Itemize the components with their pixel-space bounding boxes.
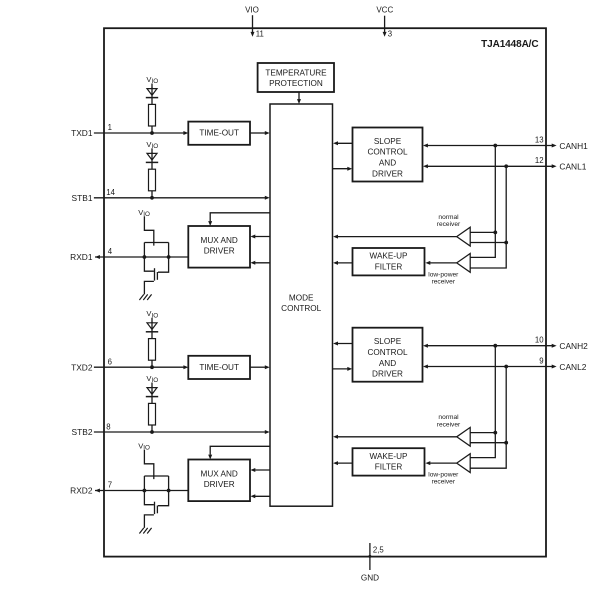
svg-text:DRIVER: DRIVER [372,370,403,379]
svg-text:DRIVER: DRIVER [204,480,235,489]
svg-text:SLOPE: SLOPE [374,337,402,346]
svg-text:4: 4 [108,247,113,256]
svg-text:AND: AND [379,159,396,168]
svg-text:VIO: VIO [146,75,158,85]
svg-text:12: 12 [535,156,544,165]
svg-text:receiver: receiver [437,221,461,228]
svg-text:MODE: MODE [289,293,314,302]
svg-text:VIO: VIO [245,5,259,14]
svg-text:CANH2: CANH2 [559,341,588,351]
svg-text:CONTROL: CONTROL [281,304,321,313]
svg-text:TXD1: TXD1 [71,128,93,138]
svg-text:MUX AND: MUX AND [201,470,238,479]
svg-text:FILTER: FILTER [375,262,403,271]
svg-text:VIO: VIO [138,208,150,218]
svg-text:11: 11 [256,30,264,39]
svg-text:WAKE-UP: WAKE-UP [370,452,408,461]
svg-text:TJA1448A/C: TJA1448A/C [481,39,538,50]
svg-text:DRIVER: DRIVER [372,170,403,179]
svg-text:receiver: receiver [432,479,456,486]
svg-text:14: 14 [106,188,115,197]
svg-text:FILTER: FILTER [375,463,403,472]
svg-text:VIO: VIO [138,441,150,451]
svg-text:WAKE-UP: WAKE-UP [370,252,408,261]
svg-text:DRIVER: DRIVER [204,247,235,256]
svg-text:receiver: receiver [432,279,456,286]
svg-text:2,5: 2,5 [373,545,385,554]
svg-text:VIO: VIO [146,140,158,150]
svg-text:STB2: STB2 [72,427,93,437]
svg-text:receiver: receiver [437,421,461,428]
svg-text:AND: AND [379,359,396,368]
svg-text:CONTROL: CONTROL [367,148,407,157]
svg-text:1: 1 [108,123,112,132]
svg-text:CANH1: CANH1 [559,141,588,151]
svg-text:8: 8 [106,422,110,431]
svg-text:CANL2: CANL2 [559,362,586,372]
svg-text:TIME-OUT: TIME-OUT [199,129,239,138]
svg-text:VCC: VCC [376,6,393,15]
svg-text:TEMPERATURE: TEMPERATURE [265,69,327,78]
svg-text:7: 7 [108,481,112,490]
svg-text:TXD2: TXD2 [71,362,93,372]
svg-text:CONTROL: CONTROL [367,348,407,357]
svg-text:MUX AND: MUX AND [201,236,238,245]
svg-text:10: 10 [535,336,544,345]
svg-text:VIO: VIO [146,374,158,384]
svg-text:RXD1: RXD1 [70,252,93,262]
svg-text:RXD2: RXD2 [70,486,93,496]
svg-text:low-power: low-power [428,472,459,479]
svg-text:6: 6 [108,357,112,366]
svg-text:CANL1: CANL1 [559,162,586,172]
svg-text:TIME-OUT: TIME-OUT [199,363,239,372]
svg-text:low-power: low-power [428,271,459,278]
svg-text:normal: normal [438,214,459,221]
svg-text:13: 13 [535,135,544,144]
svg-text:STB1: STB1 [72,193,93,203]
svg-text:3: 3 [388,30,392,39]
svg-text:GND: GND [361,574,379,583]
svg-text:PROTECTION: PROTECTION [269,79,323,88]
svg-text:9: 9 [539,356,543,365]
svg-text:normal: normal [438,414,459,421]
svg-text:SLOPE: SLOPE [374,137,402,146]
svg-text:VIO: VIO [146,309,158,319]
